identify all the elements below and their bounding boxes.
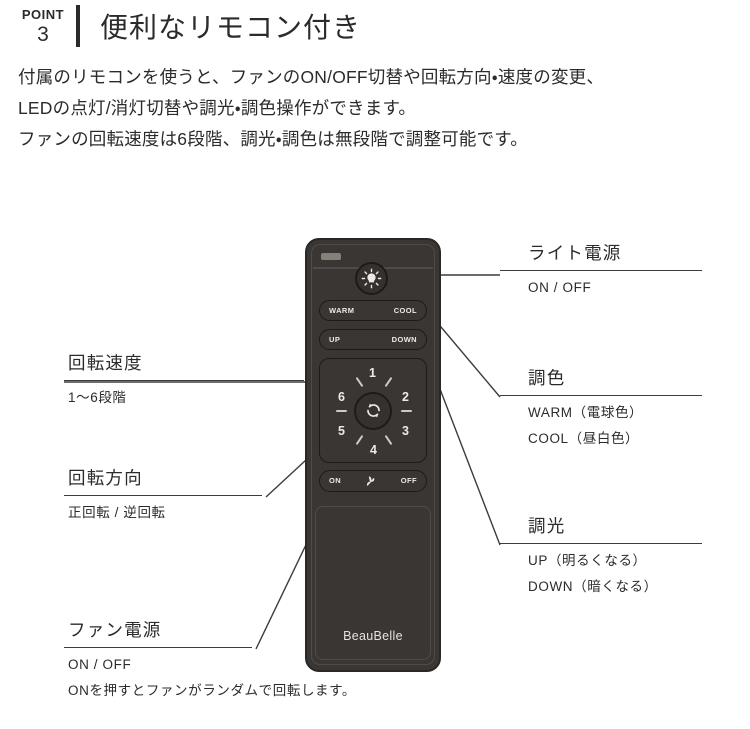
callout-dimming-sub-1: UP（明るくなる） <box>528 552 647 568</box>
callout-dimming-title: 調光 <box>528 516 566 536</box>
fan-power-button-row[interactable]: ON OFF <box>319 470 427 492</box>
speed-dial-number-5[interactable]: 5 <box>338 424 345 438</box>
fan-on-button-label[interactable]: ON <box>329 476 342 486</box>
dial-tick-mark <box>355 434 364 446</box>
callout-fan-power: ファン電源 ON / OFF ONを押すとファンがランダムで回転します。 <box>64 620 356 701</box>
header-divider-bar <box>76 5 80 47</box>
callout-light-power: ライト電源 ON / OFF <box>500 243 702 298</box>
brightness-button-row[interactable]: UP DOWN <box>319 329 427 350</box>
light-bulb-icon <box>361 268 382 289</box>
point-header: POINT 3 便利なリモコン付き <box>14 2 361 50</box>
callout-rotation-direction-sub-1: 正回転 / 逆回転 <box>68 504 166 520</box>
cool-button-label[interactable]: COOL <box>393 305 417 315</box>
warm-button-label[interactable]: WARM <box>329 305 355 315</box>
brand-name: BeauBelle <box>343 629 403 643</box>
callout-rotation-direction: 回転方向 正回転 / 逆回転 <box>64 468 262 523</box>
callout-fan-power-rule <box>64 646 252 648</box>
callout-light-power-rule <box>500 269 702 271</box>
callout-color-tone-sub-2: COOL（昼白色） <box>528 430 640 446</box>
intro-line-1: 付属のリモコンを使うと、ファンのON/OFF切替や回転方向・速度の変更、 <box>18 67 605 87</box>
fan-off-button-label[interactable]: OFF <box>400 476 417 486</box>
callout-fan-power-sub-2: ONを押すとファンがランダムで回転します。 <box>68 682 356 698</box>
callout-color-tone: 調色 WARM（電球色） COOL（昼白色） <box>500 368 702 449</box>
callout-color-tone-sub-1: WARM（電球色） <box>528 404 644 420</box>
callout-rotation-direction-rule <box>64 494 262 496</box>
intro-line-2: LEDの点灯/消灯切替や調光・調色操作ができます。 <box>18 98 417 118</box>
callout-color-tone-rule <box>500 394 702 396</box>
callout-rotation-speed-rule <box>64 379 304 381</box>
speed-dial-number-6[interactable]: 6 <box>338 390 345 404</box>
callout-light-power-sub-1: ON / OFF <box>528 279 592 295</box>
callout-dimming-sub-2: DOWN（暗くなる） <box>528 578 658 594</box>
rotation-arrow-icon <box>364 401 383 420</box>
intro-paragraph: 付属のリモコンを使うと、ファンのON/OFF切替や回転方向・速度の変更、 LED… <box>18 62 734 155</box>
remote-brand-plate: BeauBelle <box>315 506 431 660</box>
speed-dial-number-2[interactable]: 2 <box>402 390 409 404</box>
callout-light-power-title: ライト電源 <box>528 243 622 263</box>
up-button-label[interactable]: UP <box>329 334 341 344</box>
speed-dial-number-4[interactable]: 4 <box>370 443 377 457</box>
down-button-label[interactable]: DOWN <box>391 334 417 344</box>
light-power-button[interactable] <box>355 262 388 295</box>
callout-color-tone-title: 調色 <box>528 368 566 388</box>
point-badge: POINT 3 <box>14 8 72 45</box>
remote-inner-frame <box>311 244 435 665</box>
remote-control: WARM COOL UP DOWN 1 2 3 4 5 6 <box>305 238 441 672</box>
speed-dial-number-3[interactable]: 3 <box>402 424 409 438</box>
callout-rotation-direction-title: 回転方向 <box>68 468 143 488</box>
callout-rotation-speed: 回転速度 1〜6段階 <box>64 353 304 408</box>
speed-dial-number-1[interactable]: 1 <box>369 366 376 380</box>
callout-dimming: 調光 UP（明るくなる） DOWN（暗くなる） <box>500 516 702 597</box>
callout-rotation-speed-sub-1: 1〜6段階 <box>68 389 127 405</box>
page-title: 便利なリモコン付き <box>100 12 362 43</box>
dial-tick-mark <box>384 434 393 446</box>
callout-fan-power-sub-1: ON / OFF <box>68 656 132 672</box>
ir-window <box>321 253 341 260</box>
callout-fan-power-title: ファン電源 <box>68 620 162 640</box>
point-number: 3 <box>37 22 49 46</box>
point-label: POINT <box>21 6 65 22</box>
callout-rotation-speed-title: 回転速度 <box>68 353 143 373</box>
callout-dimming-rule <box>500 542 702 544</box>
dial-tick-mark <box>355 376 364 388</box>
intro-line-3: ファンの回転速度は6段階、調光・調色は無段階で調整可能です。 <box>18 129 528 149</box>
speed-dial[interactable]: 1 2 3 4 5 6 <box>319 358 427 463</box>
dial-tick-mark <box>401 410 412 412</box>
rotation-direction-button[interactable] <box>354 391 392 430</box>
dial-tick-mark <box>384 376 393 388</box>
dial-tick-mark <box>336 410 347 412</box>
fan-blade-icon <box>363 474 378 489</box>
color-temp-button-row[interactable]: WARM COOL <box>319 300 427 321</box>
